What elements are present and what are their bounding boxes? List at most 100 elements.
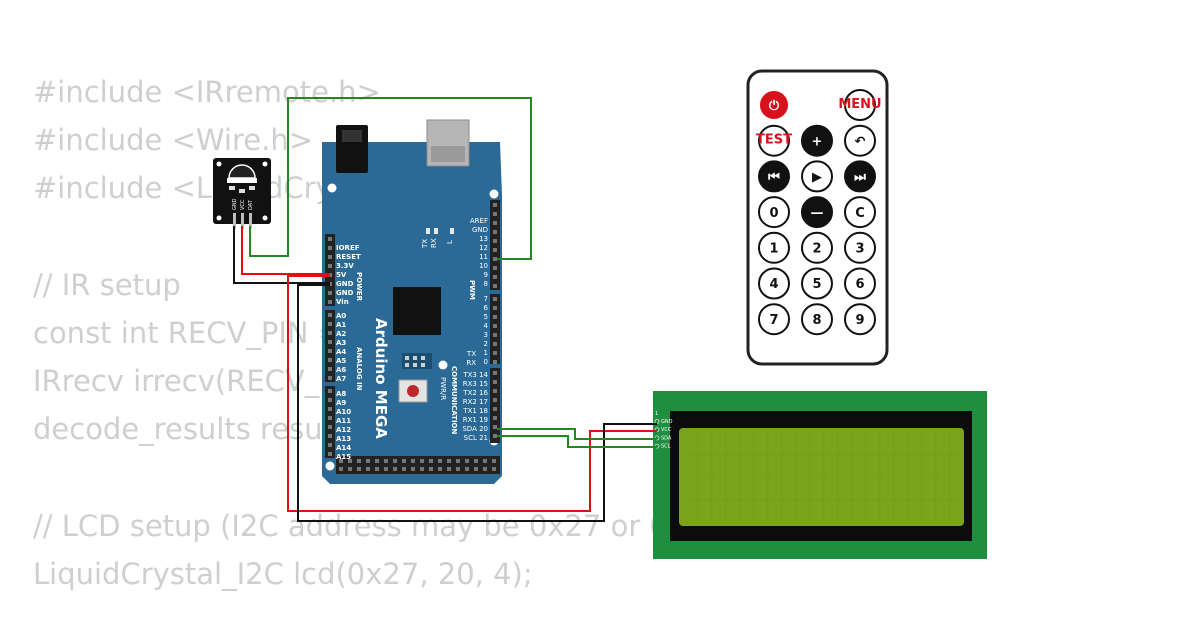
- lcd-pin-label: SDA: [661, 435, 672, 441]
- tx-led: [426, 228, 430, 234]
- tx-led-label: TX: [421, 239, 429, 249]
- code-line: #include <IRremote.h>: [33, 75, 381, 109]
- remote-button[interactable]: TEST: [756, 124, 792, 157]
- remote-button-label: ⏻: [769, 99, 780, 114]
- remote-button[interactable]: ⏻: [758, 89, 790, 121]
- analog-pin-label: A1: [336, 321, 346, 329]
- code-line: // IR setup: [33, 267, 181, 302]
- ir-pin-label: DAT: [248, 199, 254, 210]
- pwm-pin-label: 1: [484, 349, 488, 357]
- ir-sensor: [228, 164, 256, 179]
- analog-pin-label: A10: [336, 408, 351, 416]
- pwm-pin-label: 7: [484, 295, 488, 303]
- wire-ir-data: [249, 97, 532, 260]
- analog-pin-label: A13: [336, 435, 351, 443]
- remote-button[interactable]: 6: [844, 267, 876, 300]
- power-header: [325, 234, 335, 306]
- remote-button[interactable]: +: [801, 124, 833, 157]
- pwm-pin-label: 8: [484, 280, 488, 288]
- gnd-label: GND: [472, 226, 488, 234]
- power-pin-label: 3.3V: [336, 262, 354, 270]
- mount-hole: [327, 183, 337, 193]
- analog-pin-label: A12: [336, 426, 351, 434]
- rx-led: [434, 228, 438, 234]
- remote-button-label: MENU: [838, 97, 881, 112]
- remote-button[interactable]: 7: [758, 303, 790, 336]
- wire-lcd-sda: [497, 428, 657, 440]
- power-pin-label: IOREF: [336, 244, 360, 252]
- remote-button-label: 1: [769, 241, 778, 256]
- communication-label: COMMUNICATION: [450, 366, 458, 435]
- comm-pin-label: TX1 18: [462, 407, 488, 415]
- analog-header-2: [325, 386, 335, 458]
- remote-button[interactable]: 9: [844, 303, 876, 336]
- pwm-pin-label: 2: [484, 340, 488, 348]
- digital-double-header: [336, 456, 500, 474]
- lcd-pin-label: SCL: [661, 444, 671, 450]
- code-line: #include <Wire.h>: [33, 123, 314, 158]
- digital-header: [490, 200, 500, 290]
- remote-button[interactable]: 4: [758, 267, 790, 300]
- remote-button[interactable]: 3: [844, 231, 876, 264]
- comm-pin-label: SDA 20: [462, 425, 488, 433]
- lcd-pin-label: VCC: [661, 427, 672, 433]
- ir-pin-label: GND: [232, 198, 238, 210]
- analog-header-1: [325, 310, 335, 382]
- remote-button[interactable]: 1: [758, 231, 790, 264]
- l-led: [450, 228, 454, 234]
- mount-hole: [325, 461, 335, 471]
- remote-button-label: 6: [855, 277, 864, 292]
- comm-pin-label: SCL 21: [464, 434, 488, 442]
- remote-button-label: ▶: [812, 170, 822, 185]
- lcd-pin-marker: 1: [655, 411, 658, 417]
- power-pin-label: Vin: [336, 298, 349, 306]
- code-line: LiquidCrystal_I2C lcd(0x27, 20, 4);: [33, 556, 533, 591]
- remote-button[interactable]: 5: [801, 267, 833, 300]
- pwm-pin-label: 5: [484, 313, 488, 321]
- mount-hole: [438, 360, 448, 370]
- remote-button[interactable]: 8: [801, 303, 833, 336]
- remote-button-label: C: [855, 206, 865, 221]
- remote-button-label: 2: [812, 241, 821, 256]
- code-line: // LCD setup (I2C address may be 0x27 or…: [33, 508, 732, 543]
- remote-button-label: 3: [855, 241, 864, 256]
- remote-button[interactable]: —: [801, 196, 833, 229]
- comm-pin-label: RX2 17: [463, 398, 488, 406]
- analog-pin-label: A2: [336, 330, 346, 338]
- pwm-pin-label: 13: [479, 235, 488, 243]
- remote-button[interactable]: ⏮: [758, 160, 790, 193]
- wire-lcd-scl: [497, 435, 657, 448]
- wire-ir-vcc: [241, 226, 330, 275]
- remote-button[interactable]: MENU: [838, 89, 882, 121]
- pwm-pin-label: 4: [484, 322, 489, 330]
- remote-button[interactable]: ⏭: [844, 160, 876, 193]
- lcd-i2c-module[interactable]: 1 GND VCC SDA SCL: [653, 391, 987, 559]
- comm-pin-label: TX2 16: [462, 389, 488, 397]
- power-pin-label: GND: [336, 289, 354, 297]
- remote-button[interactable]: ▶: [801, 160, 833, 193]
- power-pin-label: RESET: [336, 253, 361, 261]
- remote-button[interactable]: 2: [801, 231, 833, 264]
- pwm-pin-label: 0: [484, 358, 488, 366]
- pwm-header: [490, 294, 500, 364]
- remote-button[interactable]: 0: [758, 196, 790, 229]
- tx-label: TX: [466, 350, 476, 358]
- remote-button[interactable]: ↶: [844, 124, 876, 157]
- lcd-pin-label: GND: [661, 419, 673, 425]
- remote-button[interactable]: C: [844, 196, 876, 229]
- comm-pin-label: TX3 14: [462, 371, 488, 379]
- remote-button-label: —: [811, 206, 824, 221]
- remote-button-label: ↶: [855, 134, 866, 149]
- analog-pin-label: A6: [336, 366, 346, 374]
- analog-pin-label: A9: [336, 399, 346, 407]
- board-name: Arduino MEGA: [372, 318, 390, 439]
- pwm-pin-label: 11: [479, 253, 488, 261]
- comm-header: [490, 368, 500, 443]
- pwm-pin-label: 9: [484, 271, 488, 279]
- pwm-pin-label: 6: [484, 304, 489, 312]
- remote-button-label: 0: [769, 206, 778, 221]
- analog-pin-label: A5: [336, 357, 346, 365]
